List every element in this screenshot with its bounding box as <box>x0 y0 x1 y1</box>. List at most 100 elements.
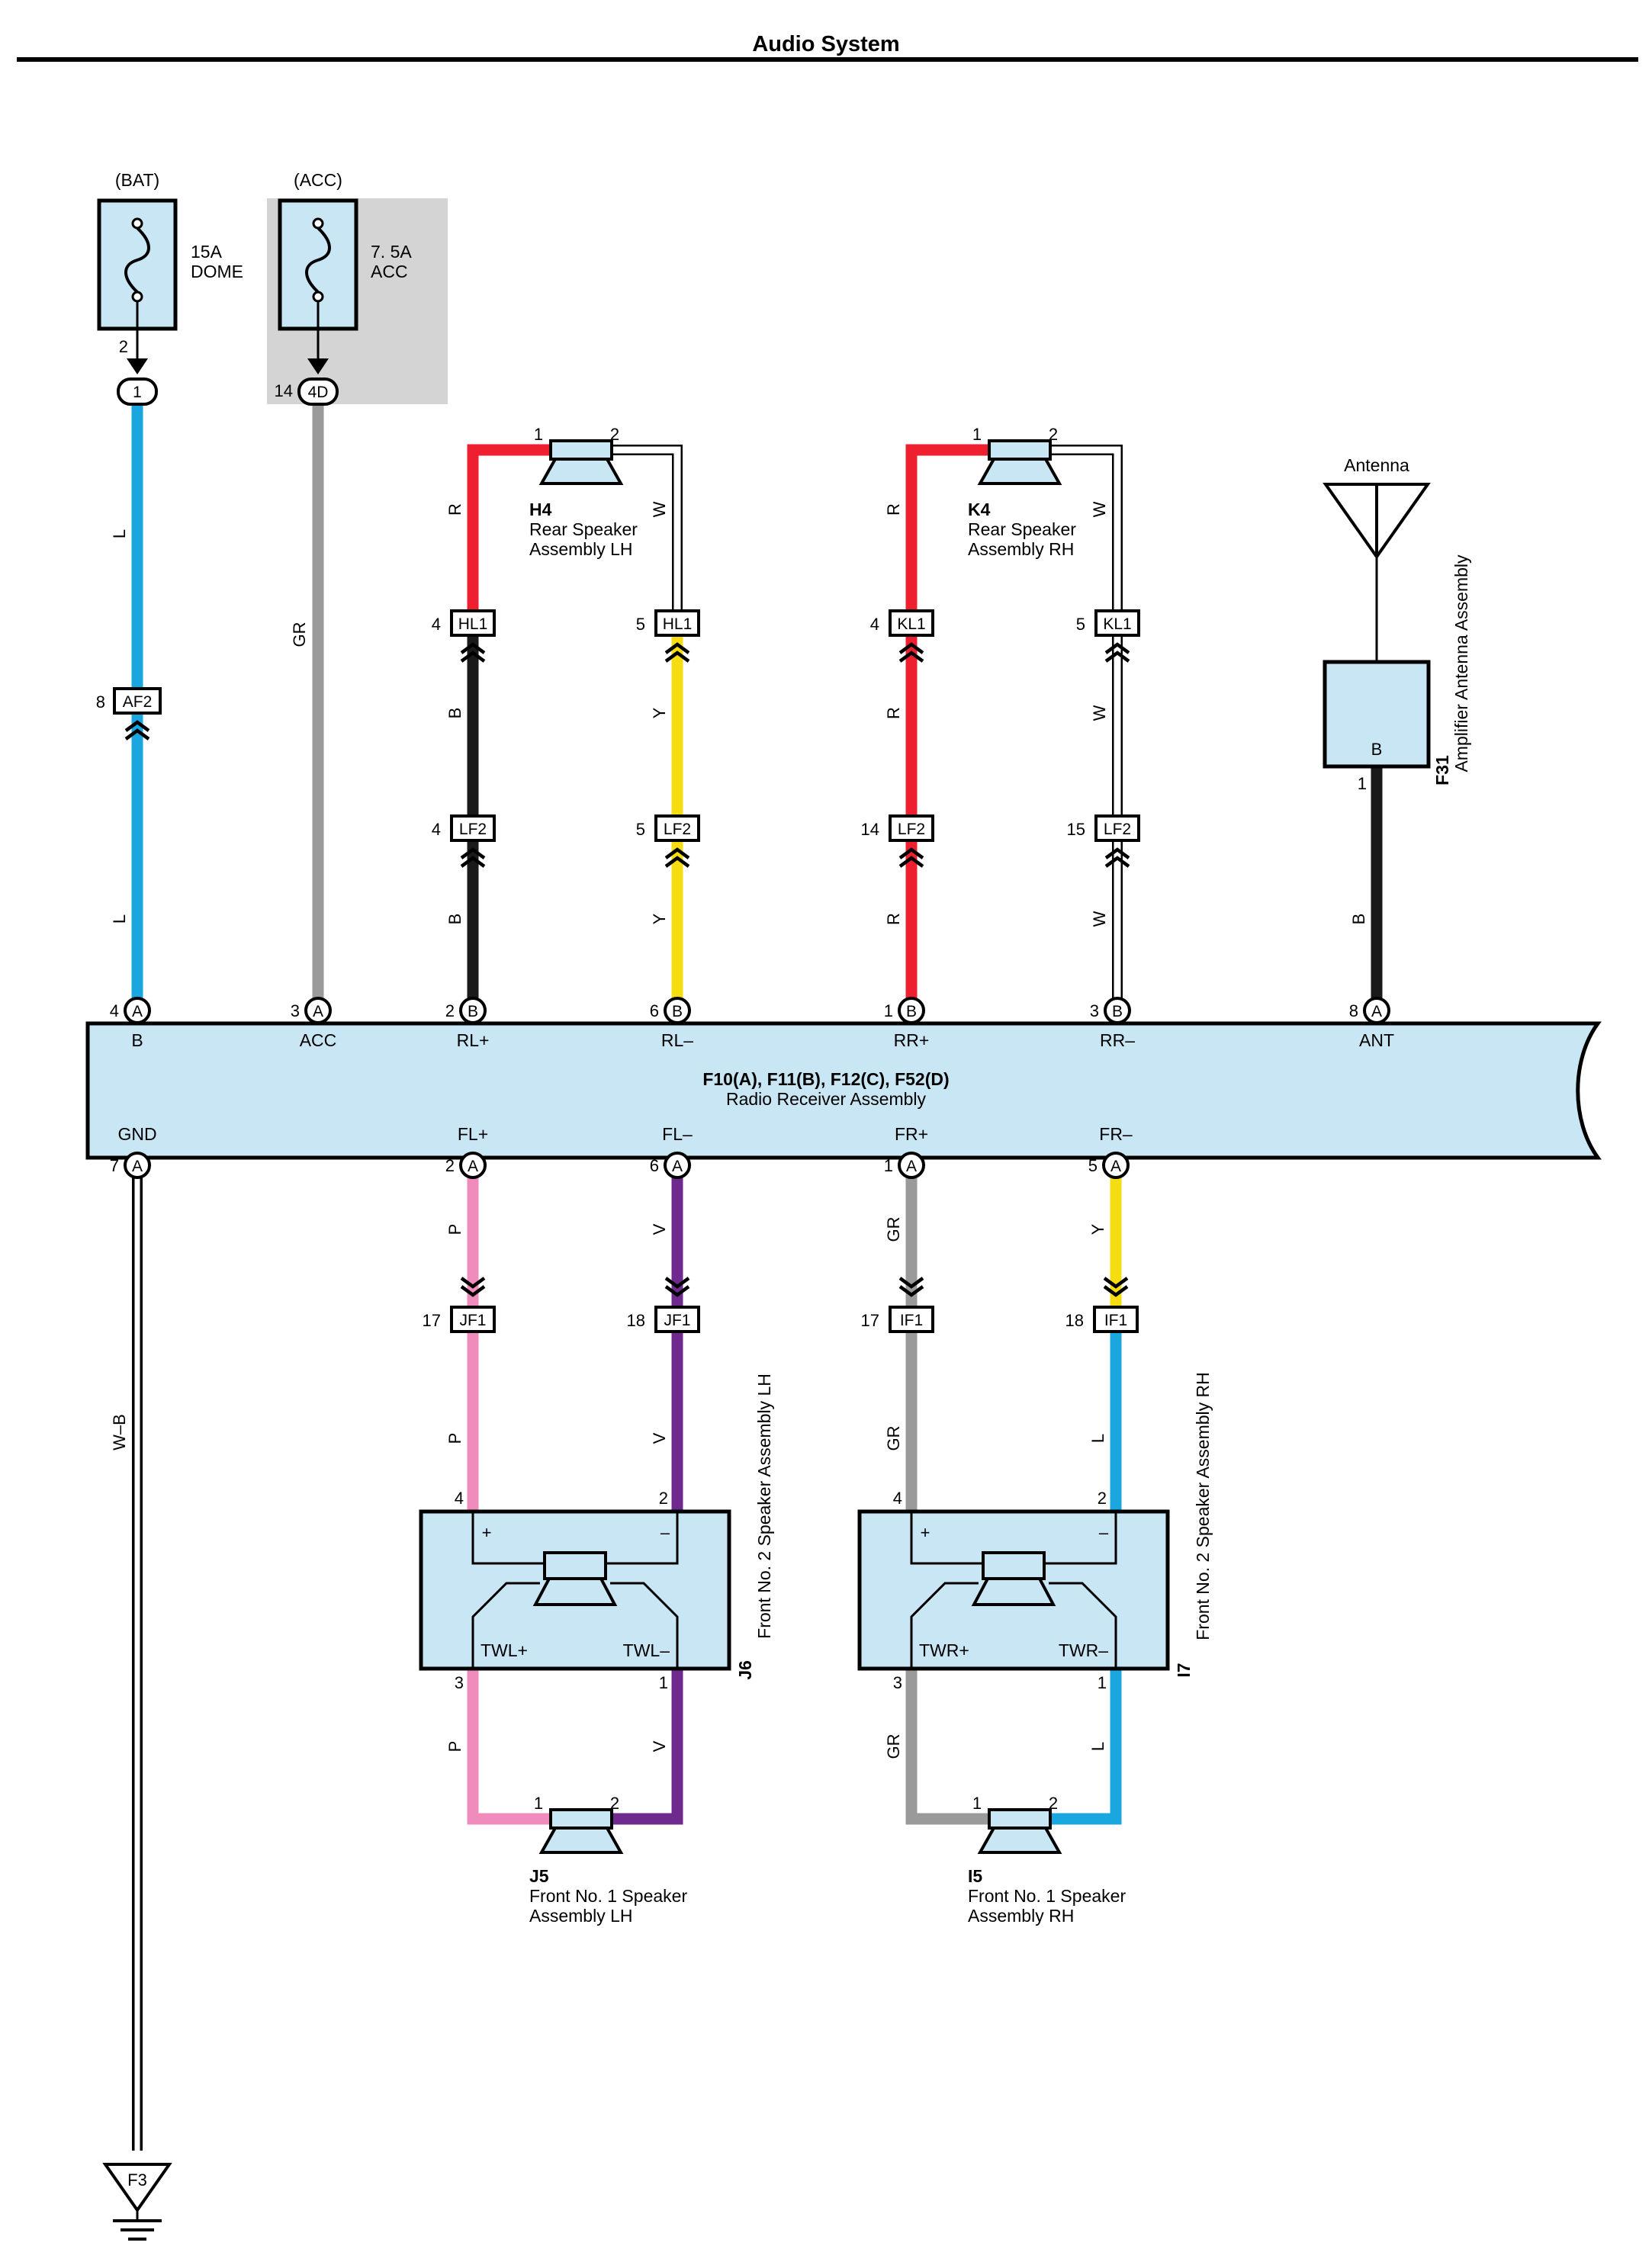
wire-color-label: V <box>650 1223 669 1235</box>
pin-number: 8 <box>1349 1001 1358 1020</box>
terminal-circle <box>1102 1152 1130 1179</box>
terminal-circle <box>459 997 487 1024</box>
antenna-amp-box <box>1323 660 1431 769</box>
terminal-circle <box>664 1152 691 1179</box>
wire-color-label: L <box>1088 1434 1107 1443</box>
terminal-connector: A <box>132 1158 143 1175</box>
pin-number: 1 <box>972 425 982 444</box>
wire-color-label: W <box>1090 911 1109 927</box>
connector-label: KL1 <box>897 615 925 633</box>
connector-label: JF1 <box>459 1312 486 1329</box>
rear-speaker-lh: 1 2 H4 Rear Speaker Assembly LH R W HL1 … <box>432 425 700 924</box>
component-id: I7 <box>1174 1663 1194 1677</box>
wire-color-label: GR <box>884 1426 903 1451</box>
terminal-connector: A <box>1371 1003 1382 1020</box>
pin-number: 14 <box>861 820 879 839</box>
rear-speaker-rh: 1 2 K4 Rear Speaker Assembly RH R W KL1 … <box>861 425 1140 927</box>
pin-number: 2 <box>1049 1794 1058 1813</box>
pin-number: 3 <box>893 1673 902 1692</box>
wire-color-label: Y <box>650 913 669 924</box>
connector-pill <box>117 378 158 406</box>
component-id: J6 <box>735 1660 755 1680</box>
component-name: Front No. 1 Speaker <box>968 1886 1126 1906</box>
connector-label: JF1 <box>664 1312 690 1329</box>
speaker-icon <box>532 1551 618 1606</box>
pin-number: 1 <box>1098 1673 1107 1692</box>
polarity-minus: – <box>1099 1523 1109 1542</box>
connector-label: 4D <box>308 384 329 401</box>
pin-number: 17 <box>861 1311 879 1330</box>
pin-number: 18 <box>1065 1311 1084 1330</box>
pin-number: 14 <box>275 381 293 400</box>
connector-pill <box>297 378 339 406</box>
pin-number: 1 <box>884 1001 893 1020</box>
pin-number: 6 <box>650 1001 659 1020</box>
terminal-circle <box>459 1152 487 1179</box>
terminal-label: FL+ <box>458 1124 488 1144</box>
pin-number: 5 <box>1088 1156 1098 1175</box>
terminal-connector: B <box>906 1003 917 1020</box>
pin-number: 1 <box>972 1794 982 1813</box>
ground-point-label: F3 <box>127 2170 147 2190</box>
wire-twl-plus <box>467 1670 551 1825</box>
pin-number: 2 <box>659 1489 668 1508</box>
terminal-connector: B <box>1112 1003 1123 1020</box>
wire-color-label: R <box>884 503 903 516</box>
fuse-name: ACC <box>371 262 408 281</box>
pin-number: 4 <box>432 615 441 634</box>
terminal-label: TWL– <box>623 1640 670 1660</box>
connector-label: LF2 <box>1104 821 1131 838</box>
page-title: Audio System <box>752 32 899 56</box>
connector-label: LF2 <box>459 821 487 838</box>
speaker-icon <box>538 439 624 485</box>
terminal-label: FR– <box>1099 1124 1133 1144</box>
wire-color-label: P <box>445 1433 464 1444</box>
connector-label: IF1 <box>900 1312 923 1329</box>
pin-number: 4 <box>455 1489 464 1508</box>
wire-color-label: W <box>650 501 669 517</box>
wire-color-label: W–B <box>110 1414 129 1451</box>
antenna-assembly: Antenna B 1 F31 Amplifier Antenna Assemb… <box>1323 455 1471 924</box>
terminal-circle <box>1104 997 1131 1024</box>
pin-number: 5 <box>636 615 645 634</box>
receiver-box <box>85 1021 1602 1160</box>
terminal-connector: B <box>672 1003 683 1020</box>
pin-number: 4 <box>893 1489 902 1508</box>
wire-color-label: Y <box>650 707 669 718</box>
wire-color-label: R <box>884 707 903 719</box>
terminal-label: TWR– <box>1059 1640 1108 1660</box>
connector-label: AF2 <box>123 693 153 711</box>
component-name: Front No. 1 Speaker <box>529 1886 687 1906</box>
connector-label: IF1 <box>1104 1312 1127 1329</box>
pin-number: 2 <box>1098 1489 1107 1508</box>
wire-color-label: R <box>445 503 464 516</box>
terminal-label: TWR+ <box>919 1640 969 1660</box>
pin-number: 2 <box>119 337 128 356</box>
pin-number: 4 <box>432 820 441 839</box>
fuse-dome: (BAT) 15A DOME 2 1 <box>97 170 243 406</box>
receiver-name: Radio Receiver Assembly <box>726 1089 927 1109</box>
wire-color-label: P <box>445 1741 464 1753</box>
pin-number: 4 <box>110 1001 119 1020</box>
wire-color-label: P <box>445 1224 464 1235</box>
terminal-label: B <box>131 1030 143 1050</box>
pin-number: 1 <box>1358 774 1367 793</box>
terminal-connector: A <box>906 1158 917 1175</box>
terminal-circle <box>898 1152 925 1179</box>
pin-number: 5 <box>636 820 645 839</box>
component-name: Assembly RH <box>968 539 1074 559</box>
pin-number: 4 <box>870 615 879 634</box>
wire-color-label: GR <box>884 1217 903 1242</box>
terminal-label: ANT <box>1359 1030 1394 1050</box>
fuse-name: DOME <box>191 262 243 281</box>
component-id: J5 <box>529 1866 549 1886</box>
wire-color-label: Y <box>1088 1223 1107 1235</box>
terminal-label: ACC <box>300 1030 337 1050</box>
